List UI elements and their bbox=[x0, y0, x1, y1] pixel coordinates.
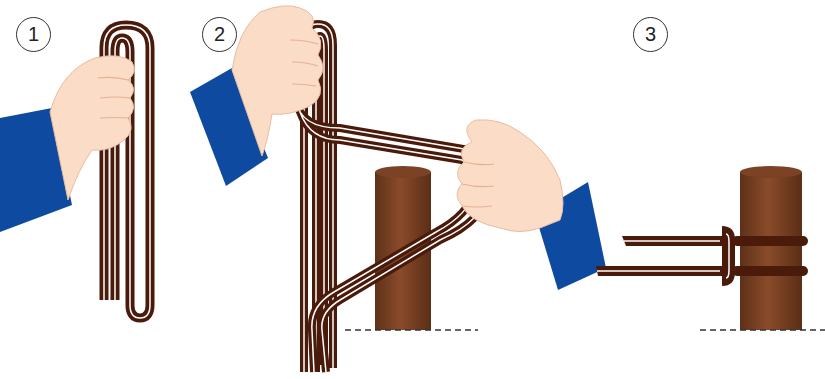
callout-circle: 2 bbox=[202, 17, 237, 52]
finger-lines bbox=[462, 162, 494, 207]
callout-circle: 3 bbox=[633, 17, 668, 52]
post-top bbox=[740, 166, 802, 178]
panel-two-art bbox=[190, 6, 606, 372]
ground-line bbox=[345, 329, 478, 331]
hand bbox=[50, 56, 134, 200]
panel-one-art bbox=[0, 25, 150, 318]
rope bbox=[596, 226, 808, 286]
finger-lines bbox=[98, 77, 130, 118]
callout-circle: 1 bbox=[16, 17, 51, 52]
panel-three-art bbox=[596, 166, 825, 330]
callout-number: 1 bbox=[28, 23, 39, 46]
post bbox=[740, 172, 802, 330]
callout-number: 3 bbox=[645, 23, 656, 46]
finger-lines bbox=[290, 40, 318, 86]
ground-line bbox=[700, 329, 825, 331]
hand bbox=[232, 6, 323, 156]
post-top bbox=[375, 166, 431, 178]
callout-number: 2 bbox=[214, 23, 225, 46]
hand bbox=[457, 120, 563, 232]
